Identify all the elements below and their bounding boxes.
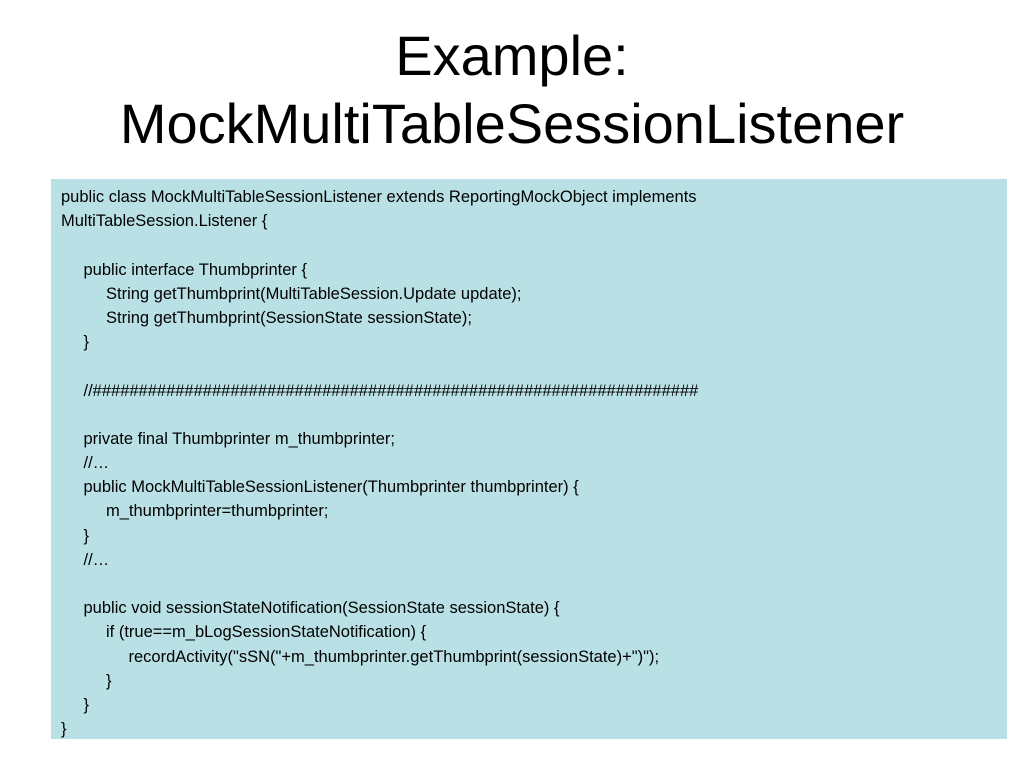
- code-line: MultiTableSession.Listener {: [61, 212, 268, 231]
- slide-title: Example: MockMultiTableSessionListener: [0, 22, 1024, 158]
- code-line: //…: [83, 550, 110, 569]
- code-line: //…: [83, 454, 110, 473]
- code-line: public void sessionStateNotification(Ses…: [83, 599, 560, 618]
- code-line: public MockMultiTableSessionListener(Thu…: [83, 478, 579, 497]
- code-line: m_thumbprinter=thumbprinter;: [106, 502, 329, 521]
- code-line: }: [83, 526, 90, 545]
- code-line: }: [106, 671, 112, 690]
- code-line: }: [83, 333, 90, 352]
- code-line: //######################################…: [83, 381, 699, 400]
- code-line: if (true==m_bLogSessionStateNotification…: [106, 623, 427, 642]
- slide-title-line-1: Example:: [395, 24, 629, 87]
- code-line: [61, 572, 1007, 596]
- code-line: String getThumbprint(MultiTableSession.U…: [106, 284, 522, 303]
- code-block: public class MockMultiTableSessionListen…: [51, 179, 1007, 739]
- code-line: [61, 354, 1007, 378]
- code-line: public interface Thumbprinter {: [83, 260, 307, 279]
- code-line: private final Thumbprinter m_thumbprinte…: [83, 429, 396, 448]
- code-line: public class MockMultiTableSessionListen…: [61, 188, 697, 206]
- code-line: }: [61, 720, 67, 739]
- code-line: [61, 233, 1007, 257]
- code-line: recordActivity("sSN("+m_thumbprinter.get…: [128, 647, 660, 666]
- code-line: [61, 403, 1007, 427]
- code-line: }: [83, 695, 90, 714]
- slide-title-line-2: MockMultiTableSessionListener: [119, 92, 905, 155]
- code-line: String getThumbprint(SessionState sessio…: [106, 308, 472, 327]
